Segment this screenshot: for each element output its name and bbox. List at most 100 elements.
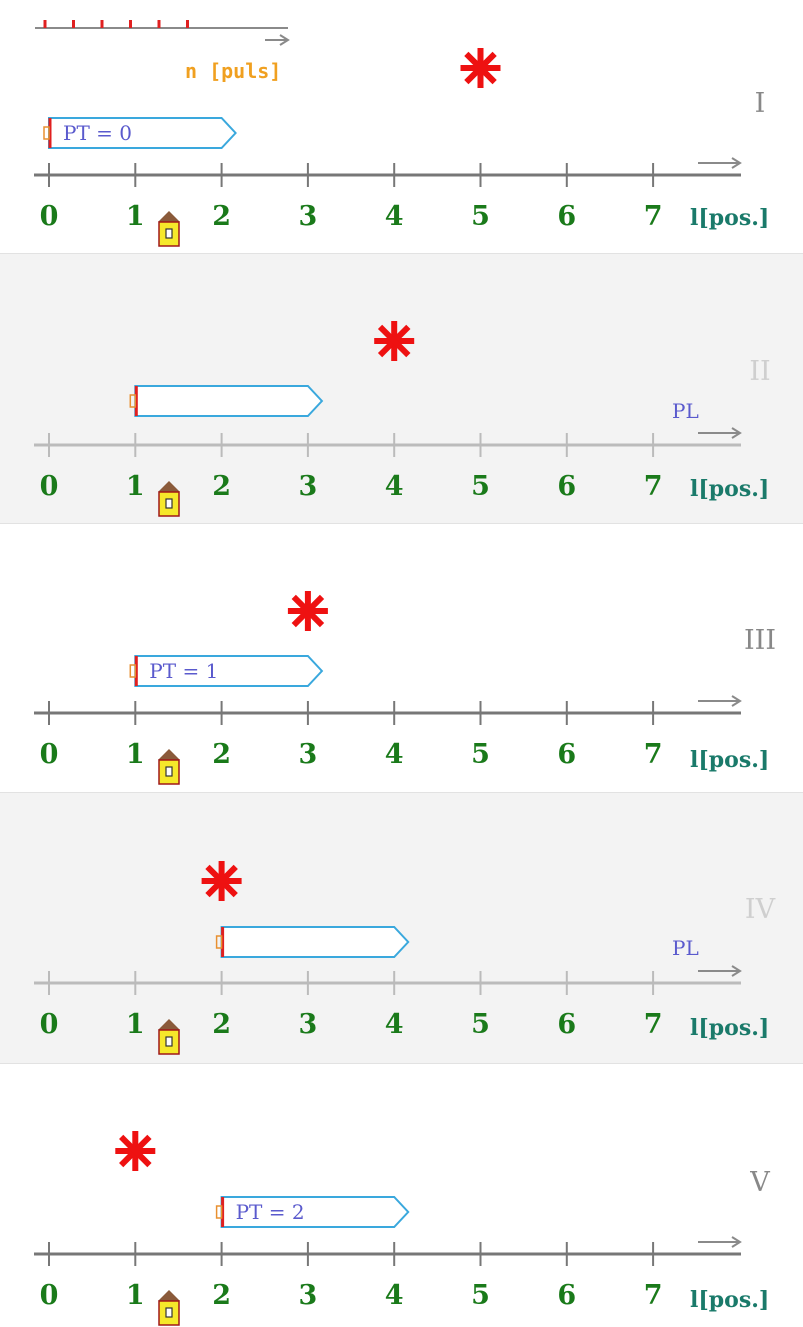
pulse-markers xyxy=(43,20,189,28)
wagon-coupler-icon xyxy=(43,126,50,140)
wagon xyxy=(215,926,410,958)
axis-tick-label: 0 xyxy=(40,739,59,770)
asterisk-icon xyxy=(460,48,501,88)
axis-tick-label: 1 xyxy=(126,201,145,232)
axis-tick-label: 3 xyxy=(299,1280,318,1311)
stage-roman-numeral: III xyxy=(744,625,776,656)
axis-unit-label: l[pos.] xyxy=(690,1287,769,1313)
wagon-position-label: PT = 2 xyxy=(236,1200,305,1224)
axis-tick-label: 7 xyxy=(644,1280,663,1311)
axis-tick-label: 2 xyxy=(212,471,231,502)
axis-tick-label: 5 xyxy=(471,1009,490,1040)
wagon-coupler-icon xyxy=(129,664,137,678)
axis-tick-label: 5 xyxy=(471,201,490,232)
stage-roman-numeral: V xyxy=(749,1167,770,1198)
station-window xyxy=(165,766,173,777)
axis-tick-label: 5 xyxy=(471,739,490,770)
wagon-coupler-icon xyxy=(129,394,137,408)
axis-tick-label: 0 xyxy=(40,471,59,502)
axis-tick-label: 7 xyxy=(644,1009,663,1040)
wagon-coupler-icon xyxy=(215,935,223,949)
wagon-body xyxy=(220,926,410,958)
wagon-position-label: PT = 0 xyxy=(63,121,132,145)
axis-tick-label: 4 xyxy=(385,1009,404,1040)
asterisk-stroke xyxy=(377,324,411,358)
axis-tick-label: 6 xyxy=(557,1009,576,1040)
axis-unit-label: l[pos.] xyxy=(690,1015,769,1041)
axis-tick-label: 3 xyxy=(299,471,318,502)
wagon-position-label: PT = 1 xyxy=(149,659,218,683)
pulse-arrow-head-icon xyxy=(279,34,290,46)
station-roof xyxy=(158,211,180,222)
asterisk-stroke xyxy=(291,594,325,628)
wagon-body xyxy=(134,385,324,417)
station-roof xyxy=(158,1290,180,1301)
axis-tick-label: 7 xyxy=(644,739,663,770)
axis-tick-label: 2 xyxy=(212,1009,231,1040)
asterisk-stroke xyxy=(205,864,238,898)
pulse-legend-graphic: n [puls] xyxy=(35,20,290,83)
wagon: PT = 0 xyxy=(43,117,237,149)
station-window xyxy=(165,1307,173,1318)
wagon: PT = 1 xyxy=(129,655,324,687)
pulse-legend: n [puls] xyxy=(0,0,803,90)
asterisk-icon xyxy=(374,321,415,361)
axis-arrow-head-icon xyxy=(731,965,742,977)
wagon-coupler-icon xyxy=(215,1205,223,1219)
station-icon xyxy=(158,481,180,517)
axis-tick-label: 3 xyxy=(299,201,318,232)
station-icon xyxy=(158,1019,180,1055)
axis-tick-label: 5 xyxy=(471,1280,490,1311)
station-roof xyxy=(158,1019,180,1030)
axis-tick-label: 5 xyxy=(471,471,490,502)
axis-tick-label: 1 xyxy=(126,471,145,502)
axis-tick-label: 6 xyxy=(557,739,576,770)
pulse-label: n [puls] xyxy=(185,59,281,83)
asterisk-icon xyxy=(201,861,242,901)
axis-tick-label: 2 xyxy=(212,201,231,232)
axis-tick-label: 1 xyxy=(126,739,145,770)
axis-arrow-head-icon xyxy=(731,157,742,169)
axis-tick-label: 3 xyxy=(299,739,318,770)
asterisk-stroke xyxy=(119,1134,152,1168)
axis-tick-label: 4 xyxy=(385,201,404,232)
pl-label: PL xyxy=(672,399,699,423)
station-roof xyxy=(158,481,180,492)
axis-tick-label: 0 xyxy=(40,1280,59,1311)
wagon: PT = 2 xyxy=(215,1196,410,1228)
wagon xyxy=(129,385,324,417)
axis-tick-label: 4 xyxy=(385,1280,404,1311)
asterisk-stroke xyxy=(464,51,497,85)
asterisk-icon xyxy=(287,591,328,631)
station-icon xyxy=(158,749,180,785)
axis-unit-label: l[pos.] xyxy=(690,747,769,773)
axis-tick-label: 6 xyxy=(557,471,576,502)
axis-tick-label: 4 xyxy=(385,471,404,502)
axis-tick-label: 1 xyxy=(126,1280,145,1311)
axis-tick-label: 7 xyxy=(644,201,663,232)
axis-tick-label: 0 xyxy=(40,1009,59,1040)
axis-tick-label: 4 xyxy=(385,739,404,770)
axis-tick-label: 6 xyxy=(557,201,576,232)
axis-tick-label: 0 xyxy=(40,201,59,232)
station-window xyxy=(165,228,173,239)
station-icon xyxy=(158,211,180,247)
axis-unit-label: l[pos.] xyxy=(690,205,769,231)
station-roof xyxy=(158,749,180,760)
pl-label: PL xyxy=(672,936,699,960)
stage-roman-numeral: IV xyxy=(745,894,776,925)
axis-arrow-head-icon xyxy=(731,427,742,439)
axis-tick-label: 1 xyxy=(126,1009,145,1040)
station-icon xyxy=(158,1290,180,1326)
station-window xyxy=(165,498,173,509)
